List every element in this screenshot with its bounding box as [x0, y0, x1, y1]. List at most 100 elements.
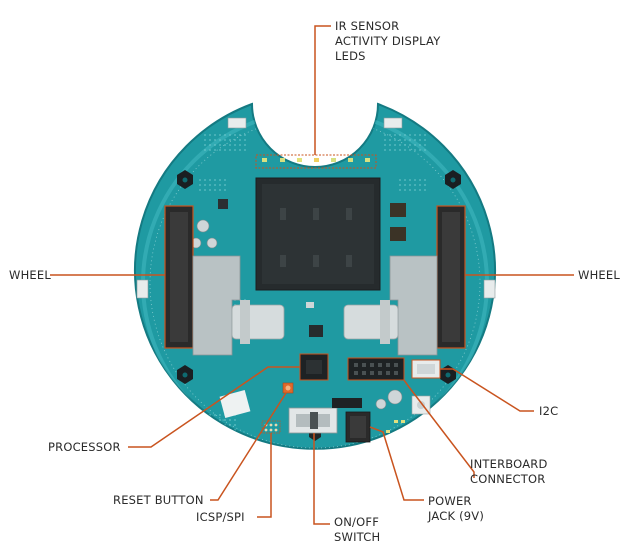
top-left-connector — [227, 117, 247, 129]
ir-sensor-label: IR SENSOR ACTIVITY DISPLAY LEDS — [335, 19, 440, 64]
via-dot — [419, 179, 421, 181]
via-dot — [414, 139, 416, 141]
via-dot — [234, 139, 236, 141]
ir-led-strip — [255, 154, 377, 169]
via-dot — [399, 134, 401, 136]
via-dot — [214, 179, 216, 181]
via-dot — [424, 139, 426, 141]
via-dot — [244, 139, 246, 141]
via-dot — [404, 189, 406, 191]
via-dot — [199, 424, 201, 426]
via-dot — [234, 424, 236, 426]
via-dot — [404, 444, 406, 446]
via-dot — [414, 149, 416, 151]
via-dot — [219, 424, 221, 426]
via-dot — [239, 134, 241, 136]
via-dot — [229, 429, 231, 431]
via-dot — [409, 184, 411, 186]
via-dot — [224, 134, 226, 136]
via-dot — [199, 184, 201, 186]
via-dot — [229, 424, 231, 426]
interboard-connector — [347, 357, 405, 381]
via-dot — [219, 414, 221, 416]
via-dot — [399, 444, 401, 446]
icsp-header — [261, 420, 281, 434]
processor-label: PROCESSOR — [48, 440, 121, 454]
leader-i2c — [440, 368, 534, 412]
via-dot — [419, 139, 421, 141]
module-pads — [280, 208, 352, 267]
i2c-label: I2C — [539, 404, 559, 418]
via-dot — [394, 444, 396, 446]
via-dot — [424, 444, 426, 446]
via-dot — [209, 419, 211, 421]
via-dot — [214, 429, 216, 431]
via-dot — [199, 429, 201, 431]
via-dot — [404, 139, 406, 141]
via-dot — [414, 179, 416, 181]
via-dot — [404, 179, 406, 181]
via-dot — [399, 439, 401, 441]
ir-leds — [262, 158, 370, 162]
via-dot — [244, 149, 246, 151]
via-dot — [419, 144, 421, 146]
via-dot — [234, 144, 236, 146]
via-dot — [414, 449, 416, 451]
via-dot — [399, 139, 401, 141]
via-dot — [204, 429, 206, 431]
via-dot — [204, 184, 206, 186]
via-dot — [424, 179, 426, 181]
via-dot — [229, 149, 231, 151]
via-dot — [224, 419, 226, 421]
via-dot — [394, 139, 396, 141]
via-dot — [424, 189, 426, 191]
via-dot — [384, 149, 386, 151]
via-dot — [244, 144, 246, 146]
leader-onoff — [313, 433, 330, 525]
via-dot — [204, 424, 206, 426]
via-dot — [424, 144, 426, 146]
via-dot — [424, 439, 426, 441]
via-dot — [414, 444, 416, 446]
via-dot — [224, 144, 226, 146]
via-dot — [234, 134, 236, 136]
via-dot — [219, 134, 221, 136]
top-right-connector — [383, 117, 403, 129]
via-dot — [414, 184, 416, 186]
via-dot — [209, 134, 211, 136]
via-dot — [214, 184, 216, 186]
leader-processor — [128, 366, 300, 448]
via-dot — [224, 189, 226, 191]
via-dot — [199, 419, 201, 421]
interboard-label-line1: INTERBOARD — [470, 457, 548, 471]
via-dot — [209, 139, 211, 141]
via-dot — [389, 444, 391, 446]
via-dot — [209, 189, 211, 191]
via-dot — [409, 144, 411, 146]
via-dot — [214, 424, 216, 426]
via-dot — [389, 439, 391, 441]
via-dot — [409, 139, 411, 141]
via-dot — [209, 424, 211, 426]
via-dot — [419, 444, 421, 446]
power-jack-label: POWER JACK (9V) — [428, 494, 484, 524]
via-dot — [419, 189, 421, 191]
via-dot — [199, 189, 201, 191]
reset-button-label: RESET BUTTON — [113, 493, 204, 507]
via-dot — [239, 144, 241, 146]
via-dot — [399, 179, 401, 181]
via-dot — [389, 149, 391, 151]
via-dot — [394, 439, 396, 441]
via-dot — [419, 184, 421, 186]
icsp-spi-label: ICSP/SPI — [196, 510, 245, 524]
via-dot — [209, 429, 211, 431]
via-dot — [404, 439, 406, 441]
ir-sensor-label-line2: ACTIVITY DISPLAY — [335, 34, 441, 48]
via-dot — [384, 144, 386, 146]
ir-sensor-label-line3: LEDS — [335, 49, 366, 63]
via-dot — [424, 134, 426, 136]
via-dot — [229, 134, 231, 136]
via-dot — [399, 189, 401, 191]
